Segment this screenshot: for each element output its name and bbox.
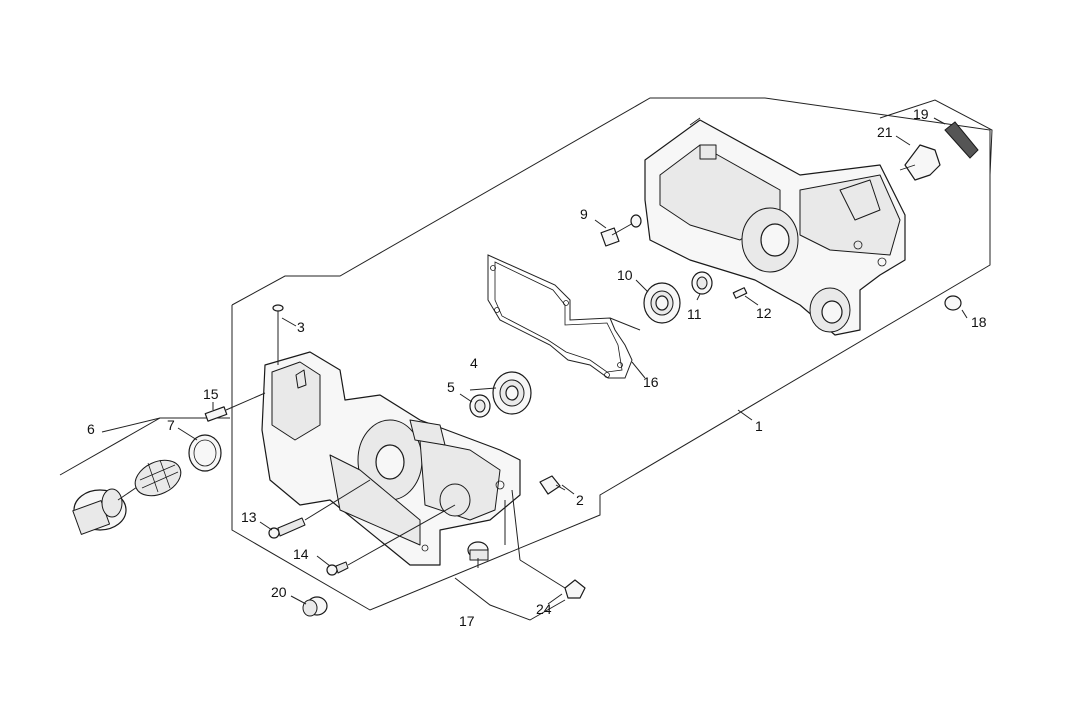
callout-14: 14: [293, 546, 309, 562]
callout-3: 3: [297, 319, 305, 335]
bracket-19-21: [879, 99, 993, 176]
part-19-lever: [944, 121, 979, 159]
part-14-screw: [326, 504, 456, 576]
callout-7: 7: [167, 417, 175, 433]
part-20-plug: [302, 596, 328, 617]
callout-1: 1: [755, 418, 763, 434]
callout-17: 17: [459, 613, 475, 629]
callout-10: 10: [617, 267, 633, 283]
callout-19: 19: [913, 106, 929, 122]
part-11-seal: [691, 271, 713, 295]
part-15-screw: [204, 392, 266, 422]
callout-21: 21: [877, 124, 893, 140]
part-16-gasket: [487, 254, 641, 379]
bracket-17-24: [454, 577, 566, 621]
part-21-arm: [899, 144, 941, 181]
part-24-nut: [511, 489, 586, 599]
callout-15: 15: [203, 386, 219, 402]
callout-9: 9: [580, 206, 588, 222]
callout-6: 6: [87, 421, 95, 437]
callout-11: 11: [687, 306, 702, 322]
left-crankcase-half: [261, 351, 521, 566]
callout-4: 4: [470, 355, 478, 371]
callout-5: 5: [447, 379, 455, 395]
strainer-mesh-icon: [134, 459, 182, 497]
part-5-seal: [469, 394, 491, 418]
part-10-bearing: [643, 282, 681, 324]
part-7-oring: [188, 434, 222, 472]
part-12-pin: [732, 287, 748, 299]
callout-18: 18: [971, 314, 987, 330]
callout-labels: 1 2 3 4 5 6 7 9 10 11 12 13 14 15 16 17 …: [87, 106, 987, 629]
part-4-bearing: [492, 371, 532, 415]
group-outline-1: [231, 97, 991, 611]
callout-16: 16: [643, 374, 659, 390]
right-crankcase-half: [644, 117, 906, 336]
callout-2: 2: [576, 492, 584, 508]
part-17-sensor: [467, 500, 506, 568]
part-2-fitting: [539, 475, 566, 495]
part-3-screw: [272, 304, 284, 365]
callout-20: 20: [271, 584, 287, 600]
part-18-plug: [944, 295, 962, 311]
callout-12: 12: [756, 305, 772, 321]
part-13-bolt: [268, 479, 371, 539]
callout-13: 13: [241, 509, 257, 525]
callout-24: 24: [536, 601, 552, 617]
part-9-bolt: [600, 214, 642, 247]
part-6-cap: [72, 459, 182, 535]
leader-lines: [101, 117, 968, 605]
